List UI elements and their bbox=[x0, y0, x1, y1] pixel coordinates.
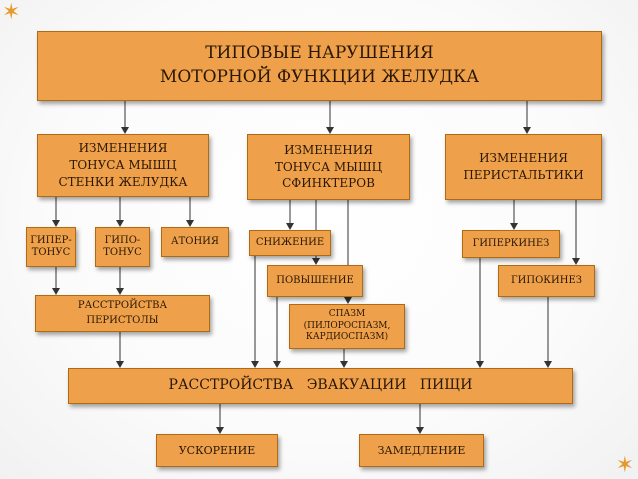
hypertonus-text: ГИПЕР- ТОНУС bbox=[30, 234, 72, 259]
decrease-box: СНИЖЕНИЕ bbox=[249, 230, 331, 256]
atony-text: АТОНИЯ bbox=[171, 236, 219, 247]
corner-star-icon: ✶ bbox=[2, 0, 21, 25]
hyperkinesis-box: ГИПЕРКИНЕЗ bbox=[462, 230, 560, 258]
title-text: ТИПОВЫЕ НАРУШЕНИЯ МОТОРНОЙ ФУНКЦИИ ЖЕЛУД… bbox=[159, 43, 480, 87]
increase-text: ПОВЫШЕНИЕ bbox=[276, 275, 354, 286]
atony-box: АТОНИЯ bbox=[161, 227, 229, 257]
evacuation-box: РАССТРОЙСТВА ЭВАКУАЦИИ ПИЩИ bbox=[68, 368, 573, 404]
hypokinesis-text: ГИПОКИНЕЗ bbox=[511, 275, 582, 286]
increase-box: ПОВЫШЕНИЕ bbox=[267, 265, 363, 297]
wall-tone-box: ИЗМЕНЕНИЯ ТОНУСА МЫШЦ СТЕНКИ ЖЕЛУДКА bbox=[37, 134, 209, 197]
decrease-text: СНИЖЕНИЕ bbox=[255, 237, 325, 248]
spasm-text: СПАЗМ (ПИЛОРОСПАЗМ, КАРДИОСПАЗМ) bbox=[303, 308, 391, 343]
hypotonus-box: ГИПО- ТОНУС bbox=[95, 227, 150, 267]
title-box: ТИПОВЫЕ НАРУШЕНИЯ МОТОРНОЙ ФУНКЦИИ ЖЕЛУД… bbox=[37, 31, 602, 101]
peristole-text: РАССТРОЙСТВА ПЕРИСТОЛЫ bbox=[77, 300, 168, 326]
wall-tone-text: ИЗМЕНЕНИЯ ТОНУСА МЫШЦ СТЕНКИ ЖЕЛУДКА bbox=[58, 141, 188, 189]
acceleration-box: УСКОРЕНИЕ bbox=[156, 434, 278, 467]
corner-star-icon: ✶ bbox=[615, 453, 634, 478]
deceleration-box: ЗАМЕДЛЕНИЕ bbox=[359, 434, 484, 467]
peristole-box: РАССТРОЙСТВА ПЕРИСТОЛЫ bbox=[35, 295, 210, 332]
hypertonus-box: ГИПЕР- ТОНУС bbox=[26, 227, 76, 267]
sphincter-tone-box: ИЗМЕНЕНИЯ ТОНУСА МЫШЦ СФИНКТЕРОВ bbox=[247, 134, 410, 200]
hypokinesis-box: ГИПОКИНЕЗ bbox=[498, 265, 595, 297]
evacuation-text: РАССТРОЙСТВА ЭВАКУАЦИИ ПИЩИ bbox=[168, 377, 473, 394]
hypotonus-text: ГИПО- ТОНУС bbox=[103, 234, 142, 259]
peristalsis-text: ИЗМЕНЕНИЯ ПЕРИСТАЛЬТИКИ bbox=[463, 151, 584, 182]
acceleration-text: УСКОРЕНИЕ bbox=[178, 443, 256, 457]
peristalsis-box: ИЗМЕНЕНИЯ ПЕРИСТАЛЬТИКИ bbox=[445, 134, 602, 200]
hyperkinesis-text: ГИПЕРКИНЕЗ bbox=[472, 238, 550, 249]
spasm-box: СПАЗМ (ПИЛОРОСПАЗМ, КАРДИОСПАЗМ) bbox=[289, 304, 405, 349]
deceleration-text: ЗАМЕДЛЕНИЕ bbox=[377, 443, 466, 457]
sphincter-tone-text: ИЗМЕНЕНИЯ ТОНУСА МЫШЦ СФИНКТЕРОВ bbox=[274, 142, 383, 191]
